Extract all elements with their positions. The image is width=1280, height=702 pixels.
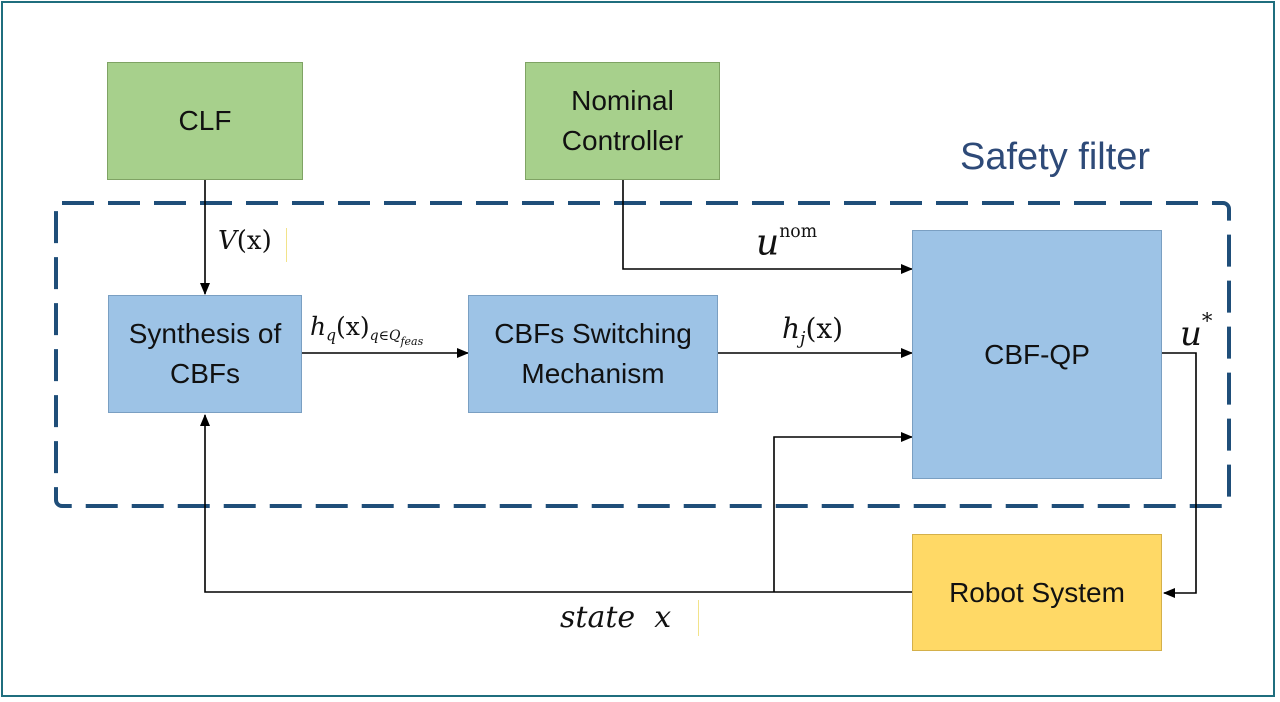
synthesis-line-2: CBFs: [170, 358, 240, 389]
edge-state-to-synthesis: [200, 414, 912, 593]
text-cursor-mark: [286, 228, 287, 262]
cbf-qp-label: CBF-QP: [984, 338, 1090, 370]
clf-block: CLF: [107, 62, 303, 180]
nominal-controller-block: Nominal Controller: [525, 62, 720, 180]
clf-label: CLF: [178, 105, 232, 137]
nominal-controller-line-2: Controller: [561, 125, 684, 156]
signal-state-x: state x: [560, 600, 672, 635]
robot-system-label: Robot System: [949, 576, 1125, 608]
signal-u-star: u*: [1180, 308, 1213, 354]
safety-filter-title: Safety filter: [960, 136, 1151, 178]
text-cursor-mark: [698, 600, 699, 636]
signal-u-nom: unom: [756, 222, 818, 264]
cbf-qp-block: CBF-QP: [912, 230, 1162, 479]
synthesis-line-1: Synthesis of: [128, 318, 282, 350]
signal-hq-of-x: hq(x)q∈Qfeas: [310, 312, 424, 348]
synthesis-of-cbfs-block: Synthesis of CBFs: [108, 295, 302, 413]
safety-filter-boundary: [54, 201, 1231, 508]
switching-line-1: CBFs Switching: [494, 318, 692, 350]
cbfs-switching-block: CBFs Switching Mechanism: [468, 295, 718, 413]
nominal-controller-line-1: Nominal: [571, 85, 674, 117]
signal-hj-of-x: hj(x): [782, 312, 844, 350]
robot-system-block: Robot System: [912, 534, 1162, 651]
edge-state-to-cbfqp: [773, 432, 913, 592]
edge-cbfqp-to-robot: [1162, 352, 1197, 598]
signal-v-of-x: V(x): [218, 226, 272, 256]
edge-nominal-to-cbfqp: [622, 180, 913, 274]
switching-line-2: Mechanism: [521, 358, 665, 389]
